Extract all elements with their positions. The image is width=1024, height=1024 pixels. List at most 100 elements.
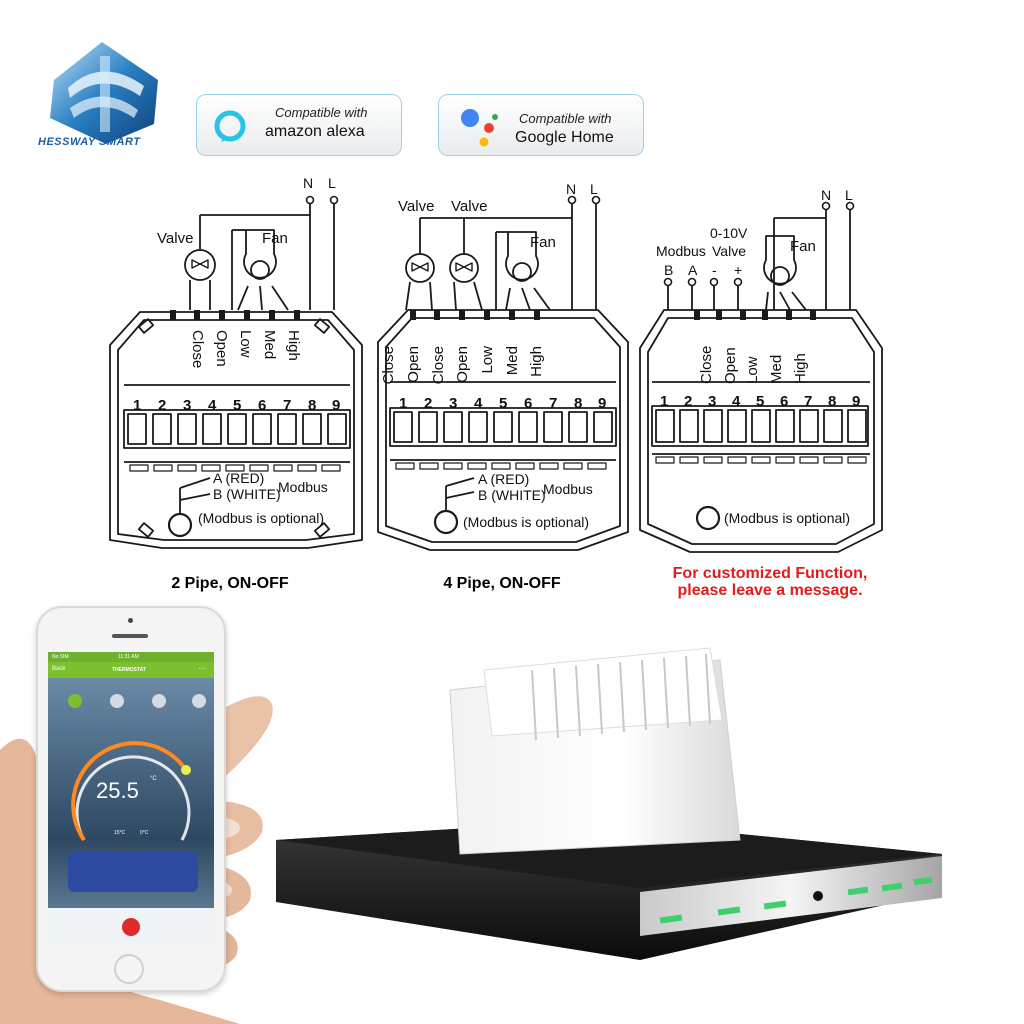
d3-terminal-numbers: 1 2 3 4 5 6 7 8 9: [660, 393, 860, 410]
bottom-bar: [48, 908, 214, 948]
terminal-block: [127, 413, 347, 445]
d1-label-valve: Valve: [157, 230, 193, 247]
terminal-number: 8: [574, 395, 582, 412]
brand-name: HESSWAY SMART: [38, 136, 141, 148]
terminal-number: 9: [852, 393, 860, 410]
d3-pin-plus: +: [734, 262, 742, 278]
terminal-number: 2: [158, 397, 166, 414]
caption-4-pipe: 4 Pipe, ON-OFF: [443, 575, 561, 592]
d2-term-high: High: [528, 346, 545, 377]
terminal-number: 3: [183, 397, 191, 414]
terminal-number: 5: [756, 393, 764, 410]
d2-modbus-note: (Modbus is optional): [463, 514, 589, 530]
diagram-custom: [639, 208, 883, 553]
terminal-number: 5: [499, 395, 507, 412]
diagram-2-pipe: [109, 202, 363, 549]
terminal-number: 2: [424, 395, 432, 412]
d3-label-fan: Fan: [790, 238, 816, 255]
google-badge-line2: Google Home: [515, 129, 614, 146]
alexa-badge-line2: amazon alexa: [265, 123, 365, 140]
d3-term-open: Open: [722, 347, 739, 384]
terminal-number: 7: [549, 395, 557, 412]
d2-term-close-2: Close: [430, 346, 447, 384]
d2-modbus-label: Modbus: [543, 481, 593, 497]
status-carrier: No SIM: [52, 654, 69, 660]
d3-pin-b: B: [664, 262, 673, 278]
d2-modbus-b: B (WHITE): [478, 487, 546, 503]
d3-modbus-note: (Modbus is optional): [724, 510, 850, 526]
current-temperature: 25.5: [96, 778, 139, 803]
d1-modbus-note: (Modbus is optional): [198, 510, 324, 526]
power-mode-icon[interactable]: [68, 694, 82, 708]
d1-power-l: L: [328, 175, 336, 191]
terminal-number: 7: [804, 393, 812, 410]
terminal-number: 2: [684, 393, 692, 410]
d2-label-fan: Fan: [530, 234, 556, 251]
d3-pin-a: A: [688, 262, 698, 278]
eco-icon[interactable]: [152, 694, 166, 708]
alexa-badge: Compatible with amazon alexa: [196, 94, 402, 156]
more-button[interactable]: ···: [198, 664, 206, 673]
setpoint-right: 0°C: [140, 830, 149, 836]
d1-label-fan: Fan: [262, 230, 288, 247]
schedule-icon[interactable]: [110, 694, 124, 708]
terminal-number: 6: [524, 395, 532, 412]
d2-label-valve-2: Valve: [451, 198, 487, 215]
d3-term-high: High: [792, 353, 809, 384]
terminal-number: 6: [780, 393, 788, 410]
phone-screen: No SIM 11:31 AM Back THERMOSTAT ··· 25.5…: [48, 652, 214, 948]
terminal-number: 3: [708, 393, 716, 410]
d3-label-0-10v: 0-10V: [710, 225, 748, 241]
terminal-number: 1: [399, 395, 407, 412]
power-button[interactable]: [122, 918, 140, 936]
setpoint-left: 15°C: [114, 830, 126, 836]
d1-term-low: Low: [237, 330, 254, 358]
terminal-number: 4: [474, 395, 483, 412]
terminal-number: 6: [258, 397, 266, 414]
lock-icon[interactable]: [192, 694, 206, 708]
app-title: THERMOSTAT: [112, 667, 146, 673]
d3-power-l: L: [845, 187, 853, 203]
d2-term-open-1: Open: [405, 346, 422, 383]
d3-label-valve: Valve: [712, 243, 746, 259]
terminal-number: 1: [133, 397, 141, 414]
d3-power-n: N: [821, 187, 831, 203]
alexa-icon: [214, 110, 246, 142]
terminal-number: 8: [828, 393, 836, 410]
caption-2-pipe: 2 Pipe, ON-OFF: [171, 575, 289, 592]
d1-modbus-label: Modbus: [278, 479, 328, 495]
d2-power-n: N: [566, 181, 576, 197]
google-assistant-icon: [461, 109, 498, 147]
home-button[interactable]: [114, 954, 144, 984]
terminal-number: 7: [283, 397, 291, 414]
terminal-number: 5: [233, 397, 241, 414]
terminal-number: 4: [208, 397, 217, 414]
d1-power-n: N: [303, 175, 313, 191]
d2-term-close-1: Close: [380, 346, 397, 384]
d3-term-close: Close: [698, 346, 715, 384]
alexa-badge-line1: Compatible with: [275, 105, 368, 120]
d1-term-med: Med: [261, 330, 278, 359]
d1-modbus-b: B (WHITE): [213, 486, 281, 502]
d3-pin-minus: -: [712, 262, 717, 278]
d1-term-high: High: [285, 330, 302, 361]
d2-term-med: Med: [504, 346, 521, 375]
caption-custom-line2: please leave a message.: [677, 582, 863, 599]
status-bar: No SIM 11:31 AM: [48, 652, 214, 662]
back-button[interactable]: Back: [52, 666, 66, 672]
d1-modbus-a: A (RED): [213, 470, 264, 486]
d1-terminal-numbers: 1 2 3 4 5 6 7 8 9: [133, 397, 340, 414]
d2-power-l: L: [590, 181, 598, 197]
app-header: Back THERMOSTAT ···: [48, 662, 214, 678]
status-time: 11:31 AM: [118, 654, 139, 660]
d2-label-valve-1: Valve: [398, 198, 434, 215]
phone: No SIM 11:31 AM Back THERMOSTAT ··· 25.5…: [36, 606, 226, 992]
d2-term-open-2: Open: [454, 346, 471, 383]
temperature-unit: °C: [150, 776, 157, 782]
google-home-badge: Compatible with Google Home: [438, 94, 644, 156]
terminal-number: 8: [308, 397, 316, 414]
temperature-dial[interactable]: [66, 730, 200, 850]
d2-terminal-numbers: 1 2 3 4 5 6 7 8 9: [399, 395, 606, 412]
sofa: [68, 852, 198, 892]
google-badge-line1: Compatible with: [519, 111, 612, 126]
